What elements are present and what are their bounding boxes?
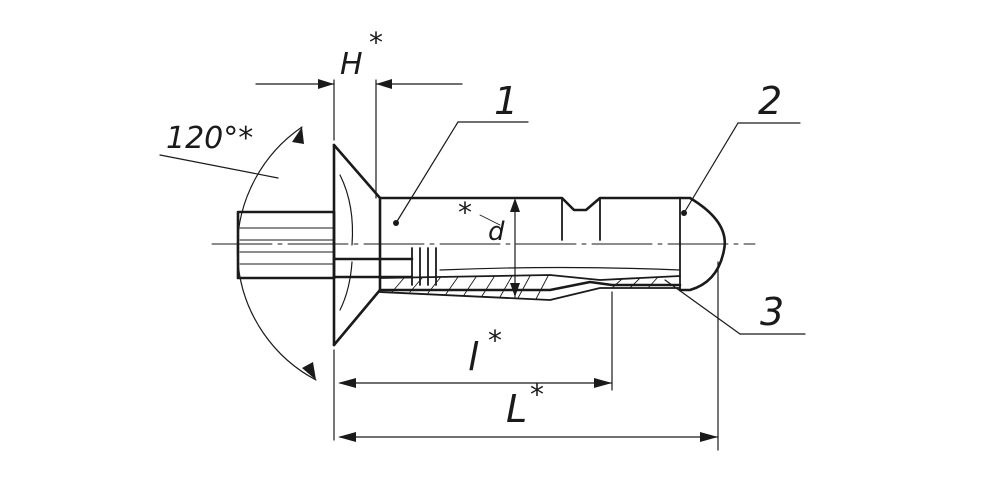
angle-dimension: 120°*	[159, 121, 317, 381]
part-3-label: 3	[760, 290, 784, 334]
total-length-star: *	[530, 378, 544, 411]
grip-length-star: *	[488, 324, 502, 357]
mandrel-stem	[236, 210, 437, 286]
part-1-label: 1	[494, 79, 518, 123]
grip-length-dimension: l *	[333, 291, 613, 441]
head-height-star: *	[369, 26, 383, 59]
countersunk-head	[332, 143, 382, 347]
head-height-dimension: H *	[255, 26, 463, 199]
head-height-label: H	[340, 47, 363, 82]
mandrel-head	[678, 196, 727, 292]
part-3-leader: 3	[664, 279, 806, 335]
angle-label: 120°*	[166, 121, 253, 156]
section-hatching	[379, 274, 681, 301]
diameter-star: *	[458, 196, 472, 229]
part-1-leader: 1	[393, 79, 529, 226]
grip-length-label: l	[468, 335, 479, 379]
total-length-label: L	[506, 387, 527, 431]
diameter-dimension: d *	[458, 196, 520, 298]
total-length-dimension: L *	[338, 261, 719, 451]
part-2-label: 2	[758, 79, 782, 123]
part-2-leader: 2	[681, 79, 801, 216]
rivet-body	[378, 196, 682, 292]
diameter-label: d	[488, 217, 505, 247]
